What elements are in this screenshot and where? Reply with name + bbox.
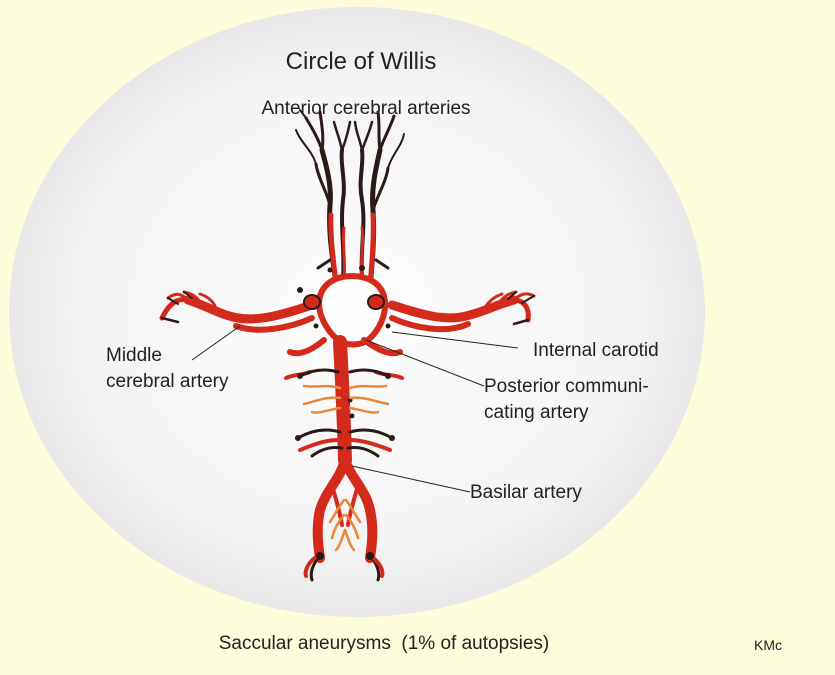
caption: Saccular aneurysms (1% of autopsies) (219, 633, 550, 654)
label-anterior-cerebral-arteries: Anterior cerebral arteries (261, 98, 470, 119)
label-basilar-artery: Basilar artery (470, 482, 582, 503)
label-posterior-communicating-line1: Posterior communi- (484, 376, 649, 397)
credit: KMc (754, 637, 782, 653)
diagram-title: Circle of Willis (286, 48, 437, 75)
label-middle-cerebral-line2: cerebral artery (106, 371, 229, 392)
label-internal-carotid: Internal carotid (533, 340, 659, 361)
label-posterior-communicating-line2: cating artery (484, 402, 589, 423)
label-middle-cerebral-line1: Middle (106, 345, 162, 366)
